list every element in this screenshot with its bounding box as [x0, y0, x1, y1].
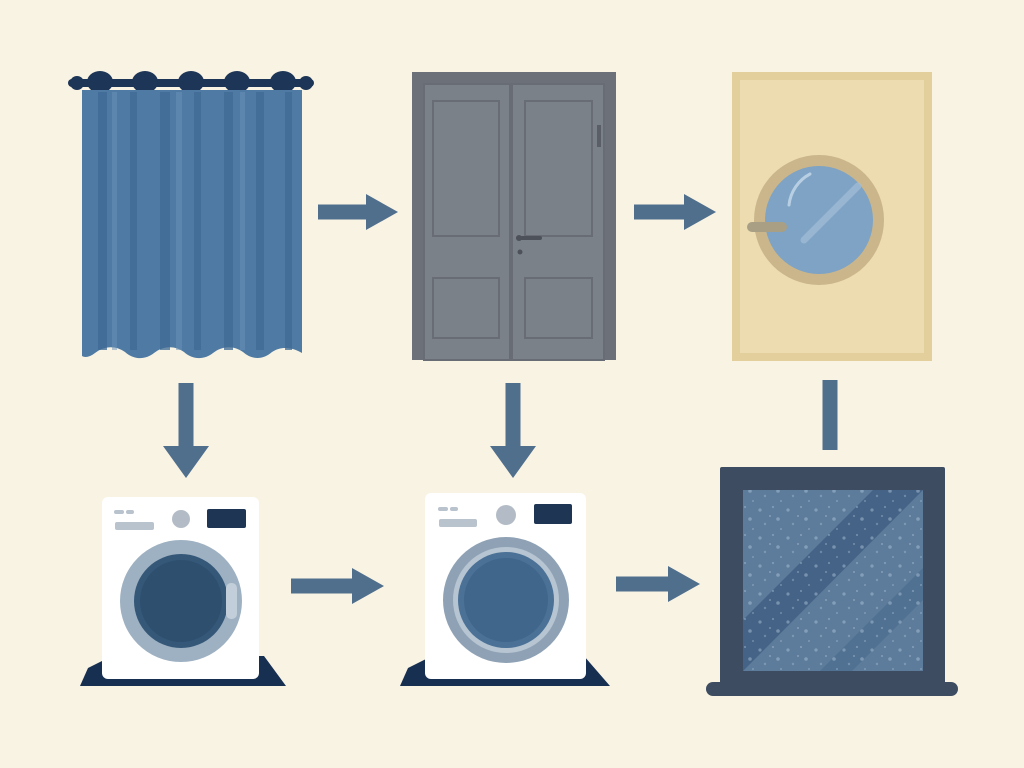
door-right-leaf: [511, 83, 605, 361]
arrow-head: [366, 194, 398, 230]
arrow-washer-2-to-glass-window: [616, 566, 700, 602]
curtain-rod-end: [299, 76, 313, 90]
curtain-rings: [87, 71, 296, 93]
washer-knob: [172, 510, 190, 528]
arrow-door-to-porthole-door: [634, 194, 716, 230]
arrow-head: [684, 194, 716, 230]
arrow-shaft: [178, 383, 194, 448]
glass-window-icon: [706, 467, 958, 696]
double-door-icon: [412, 72, 616, 361]
curtain-rod-end: [70, 76, 84, 90]
washer-control-panel: [114, 509, 246, 530]
arrow-head: [490, 446, 536, 478]
door-left-leaf: [423, 83, 511, 361]
arrow-shaft: [291, 578, 354, 594]
arrow-porthole-door-to-glass-window: [822, 380, 838, 450]
washing-machine-icon: [400, 493, 610, 686]
arrow-shaft: [634, 204, 686, 220]
door-panels: [432, 100, 593, 339]
arrow-shaft: [616, 576, 670, 592]
porthole-glass: [765, 166, 873, 274]
arrow-door-to-washer-2: [490, 383, 536, 478]
porthole-door-icon: [732, 72, 932, 361]
arrow-shaft: [505, 383, 521, 448]
arrow-curtain-to-washer-1: [163, 383, 209, 478]
arrow-shaft: [822, 380, 838, 450]
washer-control-panel: [438, 504, 572, 527]
shower-curtain-icon: [68, 71, 314, 359]
arrow-head: [352, 568, 384, 604]
curtain-folds: [98, 92, 292, 350]
porthole-handle: [747, 222, 787, 232]
washer-knob: [496, 505, 516, 525]
washer-display: [207, 509, 246, 528]
washer-display: [534, 504, 572, 524]
flow-arrows: [163, 194, 838, 604]
arrow-shaft: [318, 204, 368, 220]
arrow-curtain-to-door: [318, 194, 398, 230]
arrow-head: [668, 566, 700, 602]
door-handle-icon: [516, 235, 542, 255]
arrow-washer-1-to-washer-2: [291, 568, 384, 604]
arrow-head: [163, 446, 209, 478]
washing-machine-icon: [80, 497, 286, 686]
